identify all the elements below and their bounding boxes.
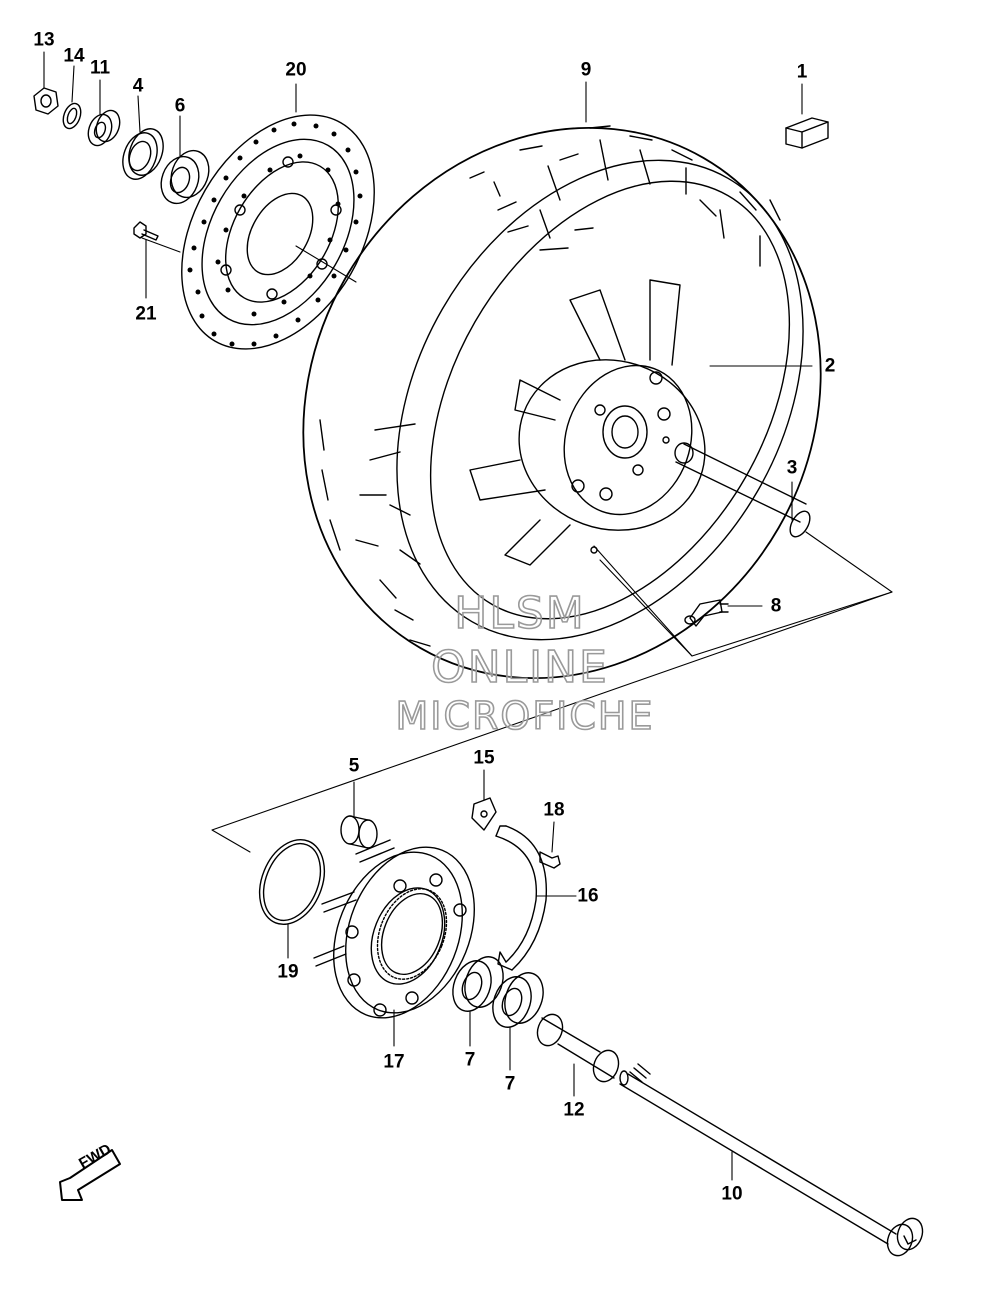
bearing bbox=[492, 972, 544, 1028]
callout-14[interactable]: 14 bbox=[63, 45, 85, 67]
assembly-lines bbox=[211, 531, 893, 853]
callout-10[interactable]: 10 bbox=[721, 1183, 743, 1205]
watermark-line-3: MICROFICHE bbox=[395, 694, 655, 738]
hub-carrier bbox=[313, 839, 475, 1019]
callout-12[interactable]: 12 bbox=[563, 1099, 585, 1121]
washer bbox=[62, 102, 82, 130]
o-ring bbox=[258, 838, 326, 926]
fwd-arrow bbox=[59, 1149, 121, 1201]
watermark-line-1: HLSM bbox=[453, 588, 586, 639]
bolt bbox=[133, 221, 159, 241]
callout-19[interactable]: 19 bbox=[277, 961, 299, 983]
bearing bbox=[452, 956, 504, 1012]
bearing bbox=[160, 149, 210, 205]
valve bbox=[684, 599, 729, 627]
brake-disc bbox=[181, 114, 375, 350]
callout-7a[interactable]: 7 bbox=[464, 1049, 476, 1071]
callout-6[interactable]: 6 bbox=[174, 95, 186, 117]
spacer bbox=[87, 109, 121, 147]
hub-spacer bbox=[674, 442, 811, 538]
nut bbox=[33, 87, 59, 115]
sensor-ring bbox=[376, 888, 448, 980]
collar bbox=[340, 815, 378, 849]
tire bbox=[302, 125, 822, 680]
callout-9[interactable]: 9 bbox=[580, 59, 592, 81]
spacer bbox=[536, 1013, 620, 1083]
callout-21[interactable]: 21 bbox=[135, 303, 157, 325]
retaining-bracket bbox=[495, 825, 548, 971]
seal bbox=[122, 128, 164, 180]
cap bbox=[785, 117, 829, 149]
callout-11[interactable]: 11 bbox=[89, 57, 111, 79]
wheel-rim bbox=[469, 279, 706, 566]
callout-8[interactable]: 8 bbox=[770, 595, 782, 617]
callout-1[interactable]: 1 bbox=[796, 61, 808, 83]
leader-lines bbox=[43, 51, 813, 1181]
bolt bbox=[539, 851, 561, 869]
callout-7b[interactable]: 7 bbox=[504, 1073, 516, 1095]
callout-15[interactable]: 15 bbox=[473, 747, 495, 769]
callout-13[interactable]: 13 bbox=[33, 29, 55, 51]
callout-2[interactable]: 2 bbox=[824, 355, 836, 377]
callout-18[interactable]: 18 bbox=[543, 799, 565, 821]
callout-20[interactable]: 20 bbox=[285, 59, 307, 81]
watermark-line-2: ONLINE bbox=[430, 642, 609, 693]
clip bbox=[471, 797, 497, 831]
callout-4[interactable]: 4 bbox=[132, 75, 144, 97]
callout-3[interactable]: 3 bbox=[786, 457, 798, 479]
axle bbox=[619, 1063, 924, 1257]
callout-5[interactable]: 5 bbox=[348, 755, 360, 777]
callout-17[interactable]: 17 bbox=[383, 1051, 405, 1073]
callout-16[interactable]: 16 bbox=[577, 885, 599, 907]
